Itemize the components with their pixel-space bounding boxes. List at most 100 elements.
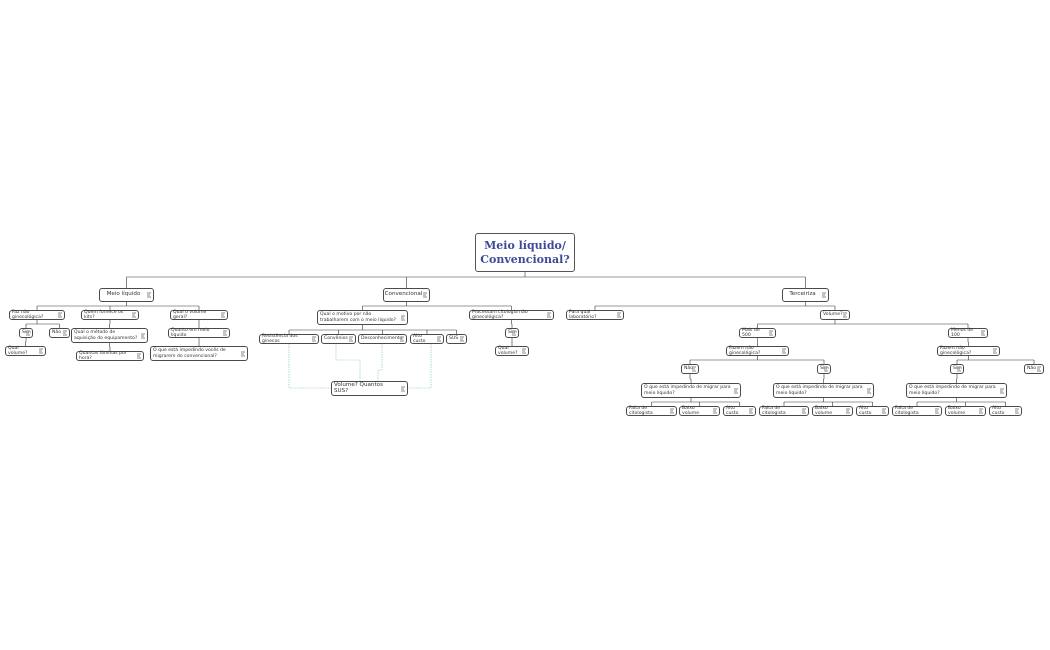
note-icon[interactable] <box>137 353 141 359</box>
note-icon[interactable] <box>423 292 427 298</box>
note-icon[interactable] <box>822 292 826 298</box>
note-icon[interactable] <box>1000 388 1004 393</box>
topic-convencional[interactable]: Convencional <box>383 288 430 302</box>
note-icon[interactable] <box>223 330 227 336</box>
topic-qual-volume-geral[interactable]: Qual o volume geral? <box>170 310 228 320</box>
topic-terceiriza[interactable]: Terceiriza <box>782 288 829 302</box>
topic-label: Convencional <box>384 291 423 298</box>
note-icon[interactable] <box>617 312 621 318</box>
topic-baixo-vol-2[interactable]: Baixo volume <box>812 406 853 416</box>
topic-faz-nao-gin[interactable]: Faz não ginecológica? <box>9 310 65 320</box>
note-icon[interactable] <box>312 336 316 342</box>
topic-label: Processam citologia não ginecológica? <box>472 309 528 320</box>
note-icon[interactable] <box>867 388 871 393</box>
topic-quem-fornece[interactable]: Quem fornece os kits? <box>81 310 139 320</box>
note-icon[interactable] <box>132 312 136 318</box>
topic-menos-100[interactable]: Menos de 100 <box>948 328 988 338</box>
topic-meio-liquido[interactable]: Meio líquido <box>99 288 154 302</box>
topic-impedindo-3[interactable]: O que está impedindo de migrar para meio… <box>906 383 1007 398</box>
note-icon[interactable] <box>979 408 983 414</box>
topic-convenios[interactable]: Convênios <box>321 334 356 344</box>
note-icon[interactable] <box>1037 366 1041 372</box>
topic-quantas-laminas[interactable]: Quantas lâminas por hora? <box>76 351 144 361</box>
topic-impedindo-2[interactable]: O que está impedindo de migrar para meio… <box>773 383 874 398</box>
topic-fazem-nao-gin-2[interactable]: Fazem não ginecológica? <box>937 346 1000 356</box>
topic-resistencia[interactable]: Resistência dos ginecos <box>259 334 319 344</box>
topic-alto-custo-c[interactable]: Alto custo <box>410 334 444 344</box>
note-icon[interactable] <box>147 292 151 298</box>
topic-nao-t1[interactable]: Não <box>681 364 699 374</box>
topic-impedindo-migrarem[interactable]: O que está impedindo vocês de migrarem d… <box>150 346 248 361</box>
topic-qual-volume-c[interactable]: Qual volume? <box>495 346 529 356</box>
note-icon[interactable] <box>401 386 405 391</box>
topic-sim-t1[interactable]: Sim <box>817 364 831 374</box>
note-icon[interactable] <box>670 408 674 414</box>
note-icon[interactable] <box>401 315 405 320</box>
topic-falta-cito-2[interactable]: Falta de citologista <box>759 406 809 416</box>
topic-processam-nao-gin[interactable]: Processam citologia não ginecológica? <box>469 310 554 320</box>
topic-fazem-nao-gin-1[interactable]: Fazem não ginecológica? <box>726 346 789 356</box>
topic-impedindo-1[interactable]: O que está impedindo de migrar para meio… <box>641 383 741 398</box>
note-icon[interactable] <box>547 312 551 318</box>
note-icon[interactable] <box>460 336 464 342</box>
note-icon[interactable] <box>437 336 441 342</box>
note-icon[interactable] <box>400 336 404 342</box>
note-icon[interactable] <box>782 348 786 354</box>
topic-alto-custo-3[interactable]: Alto custo <box>989 406 1022 416</box>
topic-metodo-aquisicao[interactable]: Qual o método de aquisição do equipament… <box>71 328 148 343</box>
note-icon[interactable] <box>713 408 717 414</box>
note-icon[interactable] <box>39 348 43 354</box>
note-icon[interactable] <box>512 330 516 336</box>
topic-sus[interactable]: SUS <box>446 334 467 344</box>
note-icon[interactable] <box>63 330 67 336</box>
note-icon[interactable] <box>802 408 806 414</box>
note-icon[interactable] <box>26 330 30 336</box>
topic-alto-custo-2[interactable]: Alto custo <box>856 406 889 416</box>
note-icon[interactable] <box>221 312 225 318</box>
root-topic[interactable]: Meio líquido/ Convencional? <box>475 233 575 272</box>
note-icon[interactable] <box>993 348 997 354</box>
topic-para-qual-lab[interactable]: Para qual laboratório? <box>566 310 624 320</box>
topic-label: O que está impedindo de migrar para meio… <box>644 385 731 396</box>
note-icon[interactable] <box>957 366 961 372</box>
topic-desconhecimento[interactable]: Desconhecimento <box>358 334 407 344</box>
topic-baixo-vol-1[interactable]: Baixo volume <box>679 406 720 416</box>
topic-sim-c[interactable]: Sim <box>505 328 519 338</box>
note-icon[interactable] <box>1015 408 1019 414</box>
topic-volume-t[interactable]: Volume? <box>820 310 850 320</box>
note-icon[interactable] <box>824 366 828 372</box>
topic-volume-sus[interactable]: Volume? Quantos SUS? <box>331 381 408 396</box>
relation-line <box>288 344 331 389</box>
note-icon[interactable] <box>241 351 245 356</box>
topic-label: O que está impedindo de migrar para meio… <box>776 385 863 396</box>
topic-baixo-vol-3[interactable]: Baixo volume <box>945 406 986 416</box>
note-icon[interactable] <box>349 336 353 342</box>
note-icon[interactable] <box>58 312 62 318</box>
note-icon[interactable] <box>935 408 939 414</box>
topic-sim-t2[interactable]: Sim <box>950 364 964 374</box>
topic-falta-cito-3[interactable]: Falta de citologista <box>892 406 942 416</box>
topic-sim-a[interactable]: Sim <box>19 328 33 338</box>
topic-label: Alto custo <box>992 405 1005 416</box>
note-icon[interactable] <box>981 330 985 336</box>
topic-label: Fazem não ginecológica? <box>940 345 972 356</box>
topic-mais-500[interactable]: Mais de 500 <box>739 328 776 338</box>
note-icon[interactable] <box>843 312 847 318</box>
note-icon[interactable] <box>846 408 850 414</box>
note-icon[interactable] <box>749 408 753 414</box>
topic-motivo-nao-trabalharem[interactable]: Qual o motivo por não trabalharem com o … <box>317 310 408 325</box>
topic-qual-volume-a[interactable]: Qual volume? <box>5 346 46 356</box>
topic-falta-cito-1[interactable]: Falta de citologista <box>626 406 677 416</box>
topic-alto-custo-1[interactable]: Alto custo <box>723 406 756 416</box>
note-icon[interactable] <box>769 330 773 336</box>
topic-quanto-meio[interactable]: Quanto em meio líquido <box>168 328 230 338</box>
topic-nao-t2[interactable]: Não <box>1024 364 1044 374</box>
note-icon[interactable] <box>734 388 738 393</box>
topic-label: Fazem não ginecológica? <box>729 345 761 356</box>
note-icon[interactable] <box>692 366 696 372</box>
note-icon[interactable] <box>522 348 526 354</box>
note-icon[interactable] <box>141 333 145 338</box>
note-icon[interactable] <box>882 408 886 414</box>
topic-nao-a[interactable]: Não <box>49 328 70 338</box>
topic-label: Não <box>1027 366 1037 372</box>
